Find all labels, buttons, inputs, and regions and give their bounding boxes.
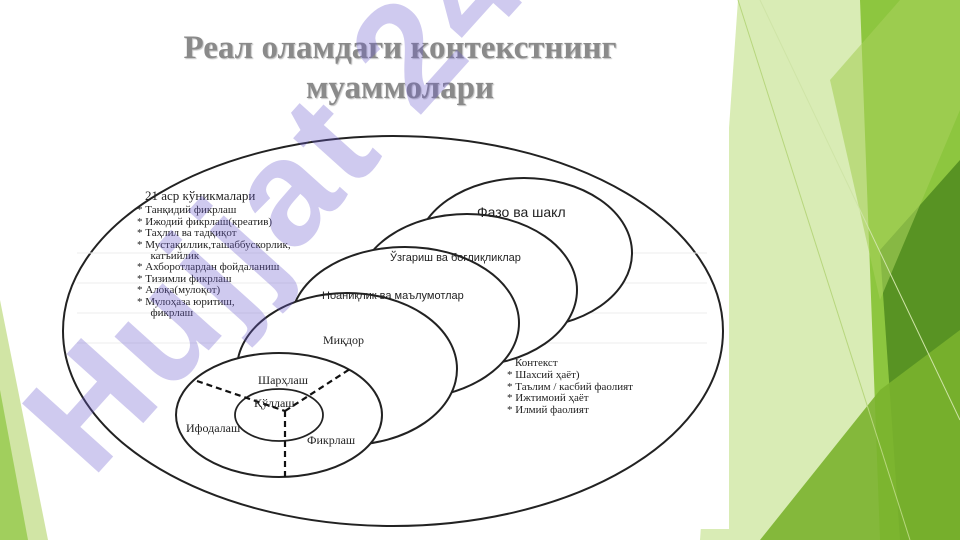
- diagram-drawing: [62, 135, 724, 527]
- skill-item: * Ахборотлардан фойдаланиш: [137, 261, 280, 274]
- label-express: Ифодалаш: [186, 421, 241, 435]
- context-item: * Ижтимоий ҳаёт: [507, 392, 589, 405]
- skills-block: 21 аср кўникмалари * Танқидий фикрлаш * …: [137, 188, 291, 320]
- context-block: Контекст * Шахсий ҳаёт) * Таълим / касби…: [507, 357, 633, 416]
- right-green-wedge: [760, 330, 960, 540]
- right-thin-line-2: [759, 0, 960, 421]
- label-explain: Шарҳлаш: [258, 373, 308, 387]
- skills-heading: 21 аср кўникмалари: [145, 188, 256, 203]
- label-apply: Қўллаш: [254, 396, 295, 410]
- right-thin-line: [737, 0, 911, 540]
- title-line-1: Реал оламдаги контекстнинг: [183, 30, 617, 66]
- skill-item: фикрлаш: [145, 307, 194, 320]
- context-diagram: 21 аср кўникмалари * Танқидий фикрлаш * …: [57, 113, 729, 529]
- skill-item: * Ижодий фикрлаш(креатив): [137, 215, 273, 228]
- right-green-accent: [830, 0, 960, 300]
- context-heading: Контекст: [515, 357, 558, 369]
- slide-title: Реал оламдаги контекстнинг муаммолари: [120, 28, 680, 108]
- skill-item: катъийлик: [145, 250, 200, 263]
- skill-item: * Алоқа(мулоқот): [137, 284, 221, 297]
- label-think: Фикрлаш: [307, 433, 356, 447]
- label-quantity: Миқдор: [323, 333, 365, 347]
- title-line-2: муаммолари: [305, 70, 494, 106]
- skill-item: * Мулоҳаза юритиш,: [137, 295, 235, 308]
- skill-item: * Тизимли фикрлаш: [137, 272, 232, 285]
- dashed-spokes: [196, 368, 351, 478]
- context-item: * Таълим / касбий фаолият: [507, 380, 633, 393]
- skill-item: * Танқидий фикрлаш: [137, 204, 237, 217]
- context-item: * Шахсий ҳаёт): [507, 369, 580, 382]
- left-green-stripe-inner: [0, 390, 28, 540]
- label-shape-space: Фазо ва шакл: [477, 204, 566, 220]
- label-change: Ўзгариш ва боғлиқликлар: [390, 252, 521, 264]
- context-item: * Илмий фаолият: [507, 403, 589, 416]
- label-uncertainty: Ноаниқлик ва маълумотлар: [322, 290, 464, 302]
- skill-item: * Таҳлил ва тадқиқот: [137, 227, 237, 240]
- skill-item: * Мустақиллик,ташаббускорлик,: [137, 238, 291, 251]
